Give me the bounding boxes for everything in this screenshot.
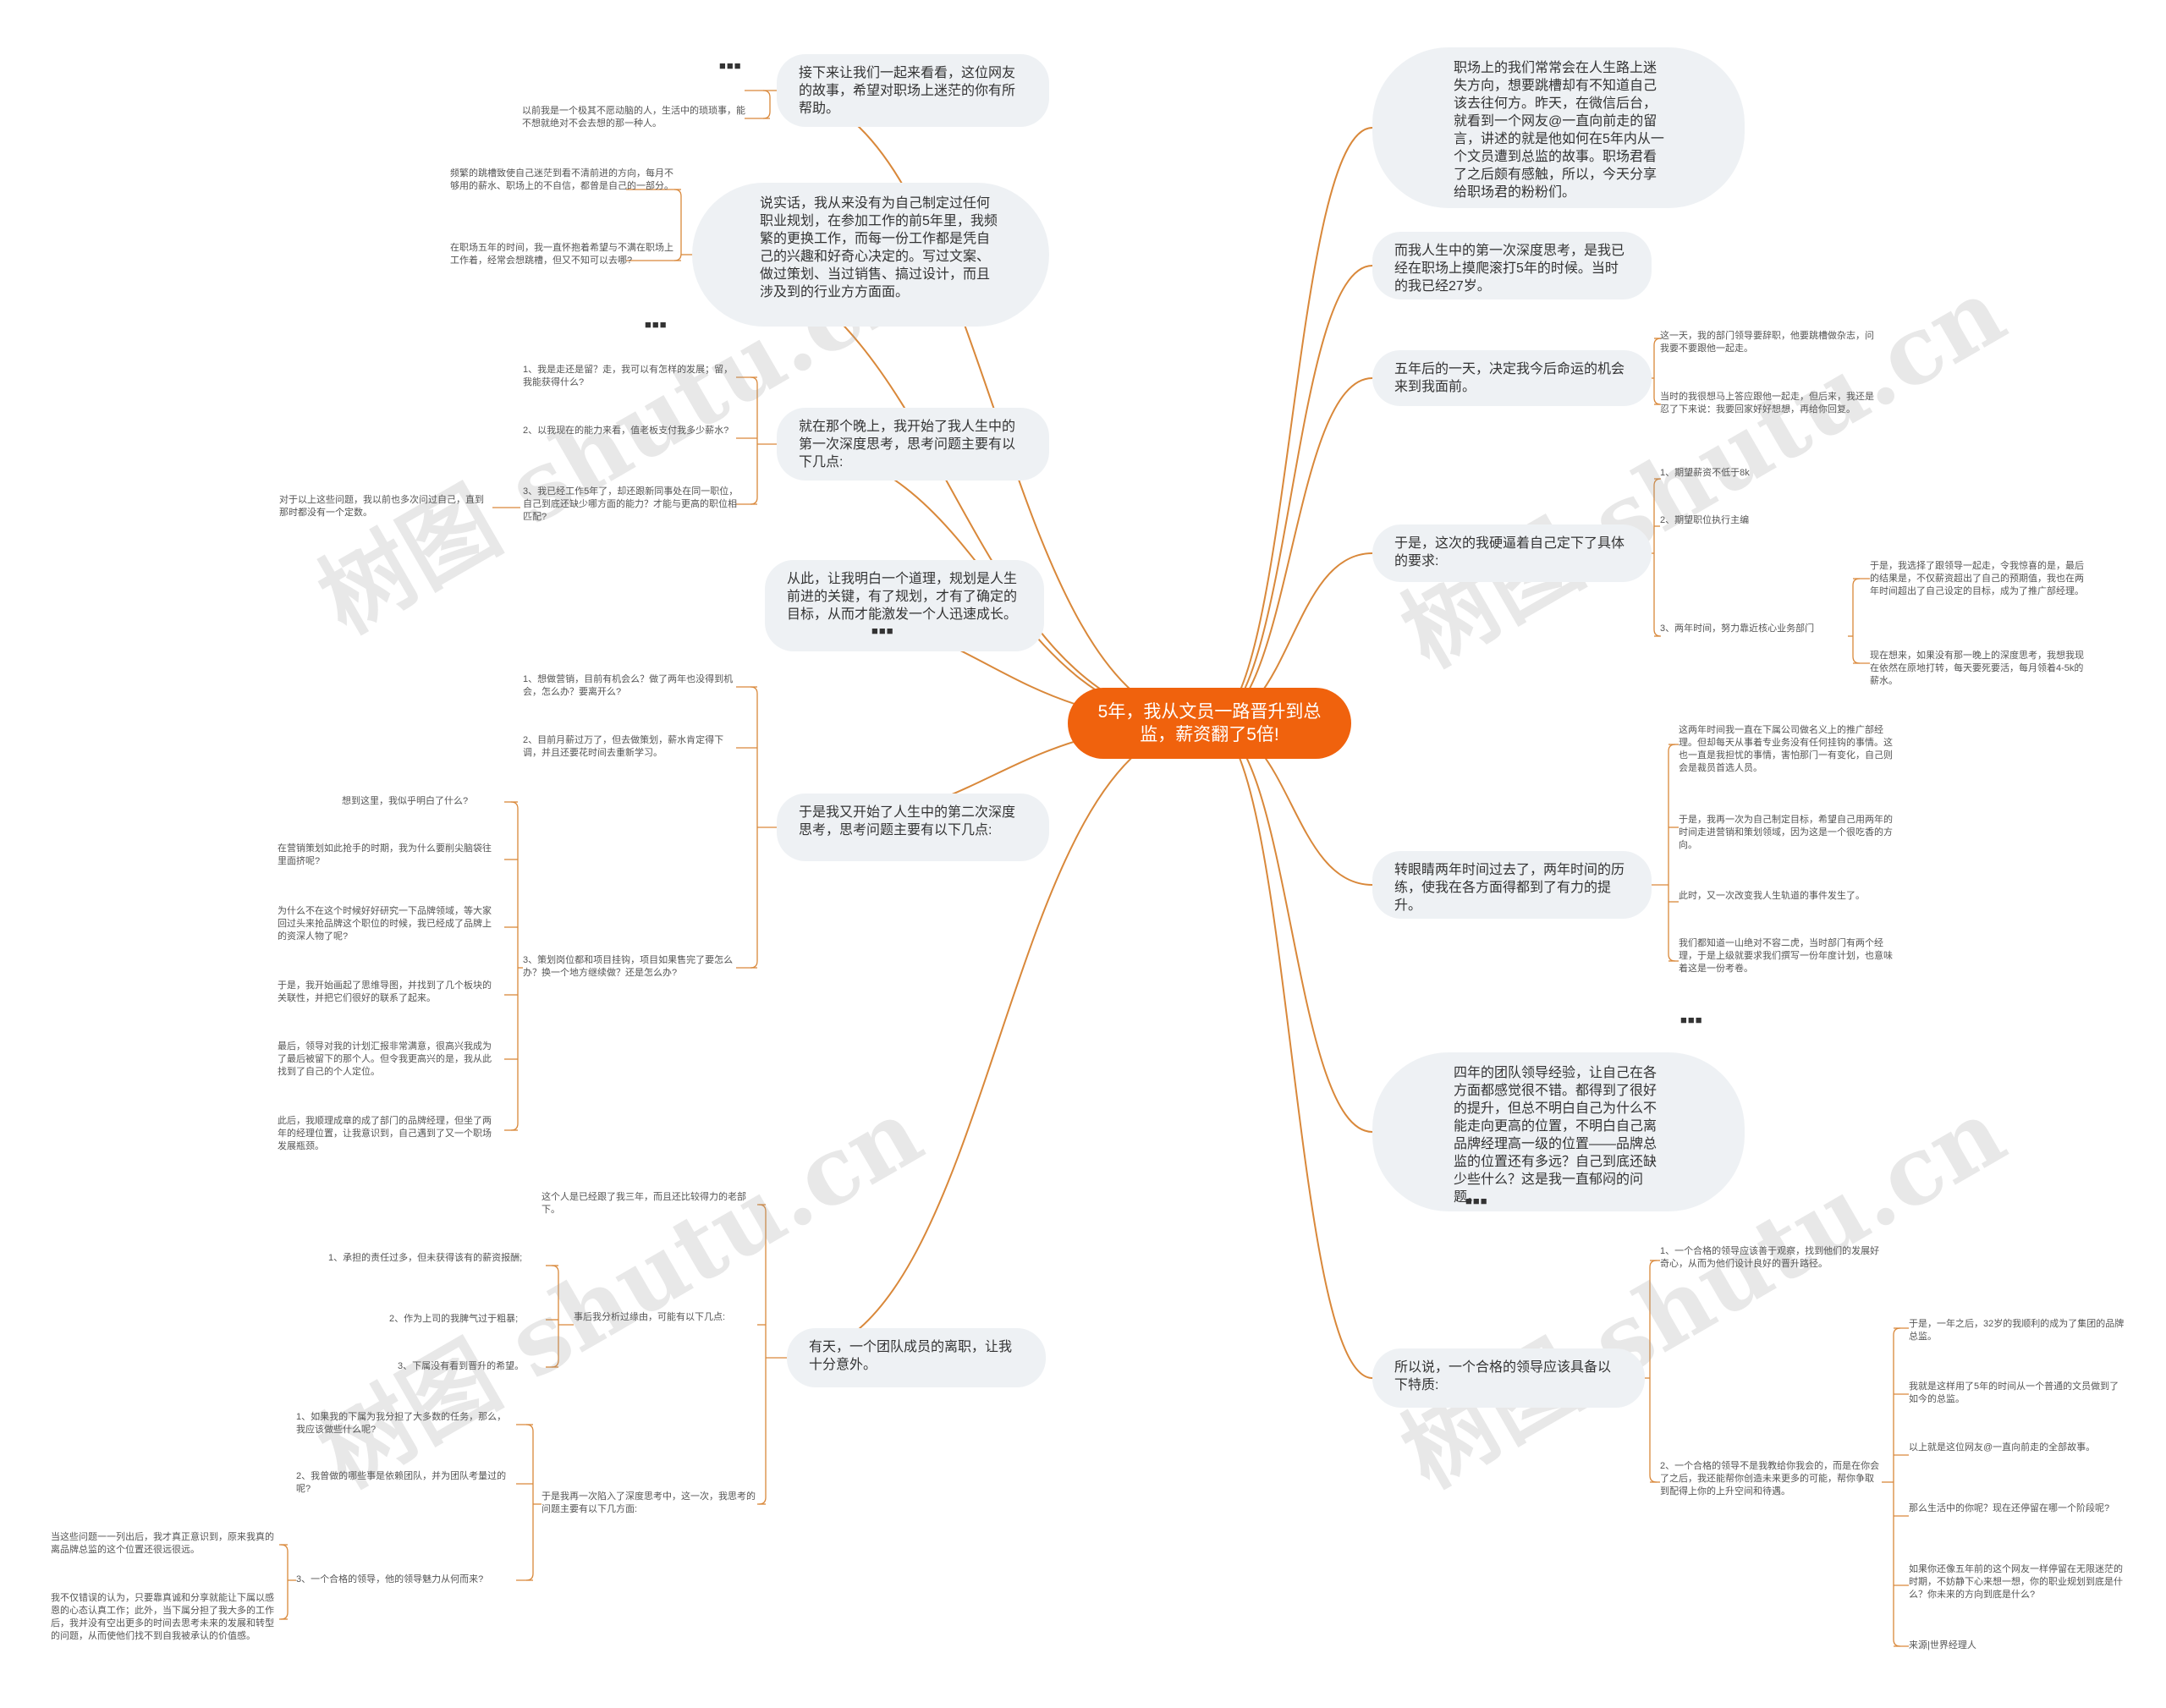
leaf-b5-3-1: 想到这里，我似乎明白了什么? [342, 796, 469, 806]
leaf-a4-3: 3、两年时间，努力靠近核心业务部门 [1660, 623, 1815, 634]
branch-r1[interactable]: 职场上的我们常常会在人生路上迷失方向，想要跳槽却有不知道自己该去往何方。昨天，在… [1372, 47, 1745, 208]
connector [525, 1424, 534, 1581]
more-marker: ■■■ [719, 59, 742, 72]
leaf-a7-2-5: 如果你还像五年前的这个网友一样停留在无限迷茫的时期，不妨静下心来想一想，你的职业… [1909, 1564, 2123, 1600]
leaf-b5-1: 1、想做营销，目前有机会么？做了两年也没得到机会，怎么办？要离开么? [523, 674, 734, 697]
connector [1893, 1327, 1901, 1647]
branch-r3[interactable]: 五年后的一天，决定我今后命运的机会来到我面前。 [1372, 350, 1652, 406]
connector-root-right [1209, 722, 1373, 1379]
leaf-a4-3-1: 于是，我选择了跟领导一起走，令我惊喜的是，最后的结果是，不仅薪资超出了自己的预期… [1870, 561, 2084, 596]
branch-r2[interactable]: 而我人生中的第一次深度思考，是我已经在职场上摸爬滚打5年的时候。当时的我已经27… [1372, 232, 1652, 299]
leaf-a3-2: 当时的我很想马上答应跟他一起走，但后来，我还是忍了下来说：我要回家好好想想，再给… [1660, 392, 1874, 415]
leaf-b6-2-1: 1、承担的责任过多，但未获得该有的薪资报酬; [328, 1253, 523, 1263]
connector-root-right [1209, 265, 1373, 724]
leaf-b3-1: 1、我是走还是留？走，我可以有怎样的发展；留，我能获得什么? [523, 365, 734, 387]
branch-r7[interactable]: 所以说，一个合格的领导应该具备以下特质: [1372, 1348, 1645, 1408]
connector [750, 376, 758, 505]
leaf-a7-2-3: 以上就是这位网友@一直向前走的全部故事。 [1909, 1442, 2096, 1453]
connector [758, 1204, 767, 1505]
leaf-a4-2: 2、期望职位执行主编 [1660, 515, 1750, 525]
leaf-a5-1: 这两年时间我一直在下属公司做名义上的推广部经理。但却每天从事着专业务没有任何挂钩… [1679, 725, 1893, 773]
leaf-b5-2: 2、目前月薪过万了，但去做策划，薪水肯定得下调，并且还要花时间去重新学习。 [523, 735, 724, 758]
leaf-b6-3-2: 2、我曾做的哪些事是依赖团队，并为团队考量过的呢? [296, 1471, 507, 1494]
branch-l5[interactable]: 于是我又开始了人生中的第二次深度思考，思考问题主要有以下几点: [777, 794, 1049, 861]
leaf-a7-2: 2、一个合格的领导不是我教给你我会的，而是在你会了之后，我还能帮你创造未来更多的… [1660, 1461, 1880, 1497]
connector [750, 686, 758, 969]
leaf-a5-4: 我们都知道一山绝对不容二虎，当时部门有两个经理，于是上级就要求我们撰写一份年度计… [1679, 938, 1893, 974]
leaf-b6-3-3-2: 我不仅错误的认为，只要靠真诚和分享就能让下属以感恩的心态认真工作；此外，当下属分… [51, 1593, 274, 1641]
leaf-b5-3-3: 为什么不在这个时候好好研究一下品牌领域，等大家回过头来抢品牌这个职位的时候，我已… [278, 906, 492, 942]
connector [1653, 338, 1662, 405]
leaf-b6-2: 事后我分析过缘由，可能有以下几点: [574, 1312, 726, 1322]
leaf-a7-2-2: 我就是这样用了5年的时间从一个普通的文员做到了如今的总监。 [1909, 1381, 2119, 1404]
branch-r4[interactable]: 于是，这次的我硬逼着自己定下了具体的要求: [1372, 524, 1652, 582]
leaf-b6-3-1: 1、如果我的下属为我分担了大多数的任务，那么，我应该做些什么呢? [296, 1412, 507, 1435]
branch-l2[interactable]: 说实话，我从来没有为自己制定过任何职业规划，在参加工作的前5年里，我频繁的更换工… [692, 183, 1049, 327]
leaf-b3-2: 2、以我现在的能力来看，值老板支付我多少薪水? [523, 426, 729, 436]
leaf-b6-3-3: 3、一个合格的领导，他的领导魅力从何而来? [296, 1574, 484, 1584]
leaf-b6-3-3-1: 当这些问题一一列出后，我才真正意识到，原来我真的离品牌总监的这个位置还很远很远。 [51, 1532, 274, 1555]
connector-root-right [1209, 722, 1373, 1133]
leaf-a7-1: 1、一个合格的领导应该善于观察，找到他们的发展好奇心，从而为他们设计良好的晋升路… [1660, 1246, 1880, 1269]
leaf-b5-3-2: 在营销策划如此抢手的时期，我为什么要削尖脑袋往里面挤呢? [278, 843, 492, 866]
leaf-b5-3: 3、策划岗位都和项目挂钩，项目如果售完了要怎么办？换一个地方继续做？还是怎么办? [523, 955, 734, 978]
connector [1668, 744, 1676, 962]
leaf-a7-2-6: 来源|世界经理人 [1909, 1640, 1976, 1650]
leaf-b6-2-2: 2、作为上司的我脾气过于粗暴; [389, 1314, 519, 1324]
root-topic[interactable]: 5年，我从文员一路晋升到总监，薪资翻了5倍! [1068, 688, 1351, 759]
more-marker: ■■■ [645, 318, 668, 331]
leaf-a4-1: 1、期望薪资不低于8k [1660, 468, 1750, 478]
connector [280, 1544, 289, 1620]
branch-l6[interactable]: 有天，一个团队成员的离职，让我十分意外。 [787, 1328, 1046, 1387]
more-marker: ■■■ [1680, 1013, 1703, 1026]
connector [673, 189, 682, 261]
branch-l4[interactable]: 从此，让我明白一个道理，规划是人生前进的关键，有了规划，才有了确定的目标，从而才… [765, 560, 1044, 651]
leaf-b3-3-1: 对于以上这些问题，我以前也多次问过自己，直到那时都没有一个定数。 [279, 495, 484, 518]
connector-root-left [786, 722, 1211, 1359]
leaf-a7-2-1: 于是，一年之后，32岁的我顺利的成为了集团的品牌总监。 [1909, 1319, 2125, 1342]
leaf-b1-1: 以前我是一个极其不愿动脑的人，生活中的琐琐事，能不想就绝对不会去想的那一种人。 [522, 106, 745, 129]
connector [762, 90, 771, 119]
leaf-b5-3-5: 最后，领导对我的计划汇报非常满意，很高兴我成为了最后被留下的那个人。但令我更高兴… [278, 1041, 492, 1077]
branch-l3[interactable]: 就在那个晚上，我开始了我人生中的第一次深度思考，思考问题主要有以下几点: [777, 408, 1049, 481]
connector-root-right [1209, 127, 1373, 724]
leaf-b2-2: 在职场五年的时间，我一直怀抱着希望与不满在职场上工作着，经常会想跳槽，但又不知可… [450, 243, 673, 266]
leaf-a7-2-4: 那么生活中的你呢？现在还停留在哪一个阶段呢? [1909, 1503, 2110, 1513]
connector [510, 801, 519, 1131]
leaf-b5-3-6: 此后，我顺理成章的成了部门的品牌经理，但坐了两年的经理位置，让我意识到，自己遇到… [278, 1116, 492, 1151]
connector [1852, 578, 1861, 664]
connector [551, 1265, 559, 1368]
leaf-a4-3-2: 现在想来，如果没有那一晚上的深度思考，我想我现在依然在原地打转，每天要死要活，每… [1870, 651, 2084, 686]
more-marker: ■■■ [1465, 1195, 1488, 1207]
more-marker: ■■■ [871, 624, 894, 637]
leaf-a5-2: 于是，我再一次为自己制定目标，希望自己用两年的时间走进营销和策划领域，因为这是一… [1679, 815, 1893, 850]
connector [1649, 1260, 1657, 1483]
leaf-b6-2-3: 3、下属没有看到晋升的希望。 [398, 1361, 525, 1371]
leaf-a5-3: 此时，又一次改变我人生轨道的事件发生了。 [1679, 891, 1865, 901]
leaf-b6-3: 于是我再一次陷入了深度思考中，这一次，我思考的问题主要有以下几方面: [542, 1491, 756, 1514]
leaf-b3-3: 3、我已经工作5年了，却还跟新同事处在同一职位，自己到底还缺少哪方面的能力？才能… [523, 486, 739, 522]
branch-r5[interactable]: 转眼睛两年时间过去了，两年时间的历练，使我在各方面得都到了有力的提升。 [1372, 851, 1652, 919]
connector-root-left [776, 90, 1211, 724]
branch-l1[interactable]: 接下来让我们一起来看看，这位网友的故事，希望对职场上迷茫的你有所帮助。 [777, 54, 1049, 127]
leaf-b2-1: 频繁的跳槽致使自己迷茫到看不清前进的方向，每月不够用的薪水、职场上的不自信，都曾… [450, 168, 673, 191]
leaf-a3-1: 这一天，我的部门领导要辞职，他要跳槽做杂志，问我要不要跟他一起走。 [1660, 331, 1874, 354]
connector [1653, 478, 1662, 637]
branch-r6[interactable]: 四年的团队领导经验，让自己在各方面都感觉很不错。都得到了很好的提升，但总不明白自… [1372, 1052, 1745, 1211]
leaf-b6-1: 这个人是已经跟了我三年，而且还比较得力的老部下。 [542, 1192, 746, 1215]
leaf-b5-3-4: 于是，我开始画起了思维导图，并找到了几个板块的关联性，并把它们很好的联系了起来。 [278, 980, 492, 1003]
